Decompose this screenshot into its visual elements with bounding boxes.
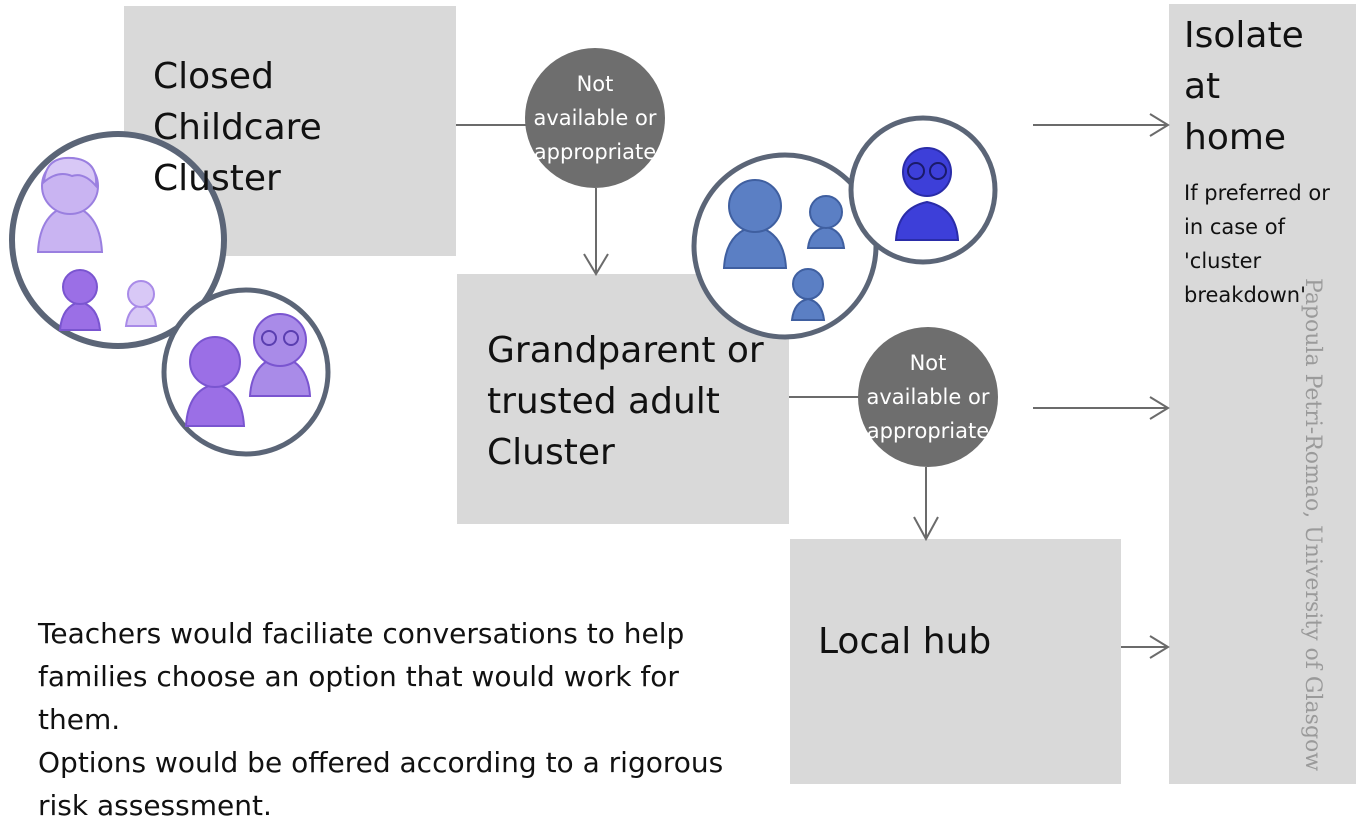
local-hub-label: Local hub [818,621,992,662]
grandparent-label: Grandparent or trusted adult Cluster [487,330,764,473]
isolate-box [1169,4,1356,784]
isolate-title: Isolate at home [1184,15,1304,158]
decision-node-1: Not available or appropriate [525,48,665,188]
flow-arrows [456,113,1170,659]
blue-family-icon [691,115,998,340]
author-watermark: Papoula Petri-Romao, University of Glasg… [1300,278,1325,772]
decision-node-2-label: Not available or appropriate [866,351,990,443]
description-text: Teachers would faciliate conversations t… [38,617,724,822]
decision-node-2: Not available or appropriate [858,327,998,467]
decision-node-1-label: Not available or appropriate [533,72,657,164]
purple-family-icon [9,131,331,457]
local-hub-box [790,539,1121,784]
isolate-note: If preferred or in case of 'cluster brea… [1184,181,1330,307]
closed-childcare-label: Closed Childcare Cluster [153,56,322,199]
